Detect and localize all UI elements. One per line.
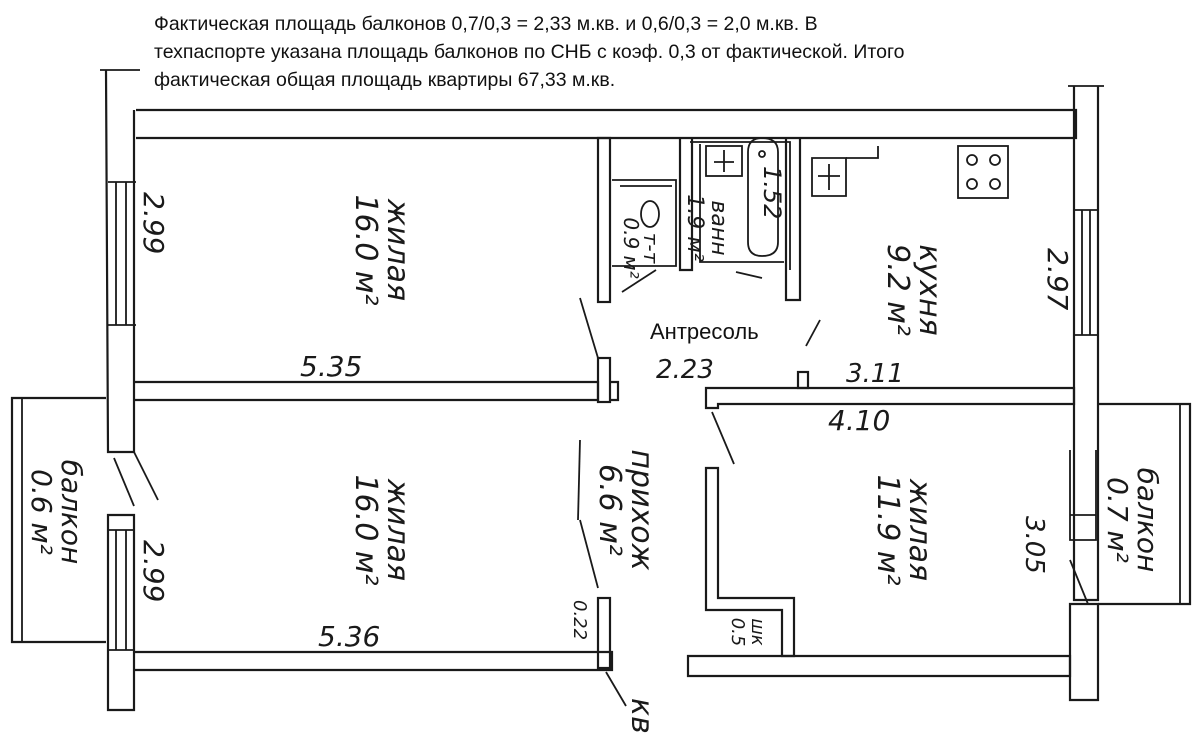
room-living-right-name: жилая <box>902 478 937 581</box>
wall-partition-left <box>134 356 620 404</box>
room-kitchen-label: кухня 9.2 м² <box>880 244 947 336</box>
room-wc-area: 0.9 м² <box>619 217 643 278</box>
wall-left <box>100 69 140 712</box>
note-line-1: Фактическая площадь балконов 0,7/0,3 = 2… <box>154 13 818 35</box>
dim-0-22: 0.22 <box>569 600 590 640</box>
room-living-bottom-label: жилая 16.0 м² <box>348 475 415 586</box>
wall-closet <box>704 466 796 658</box>
room-hallway-name: прихож <box>624 449 659 570</box>
header-note: Фактическая площадь балконов 0,7/0,3 = 2… <box>154 10 1114 94</box>
room-kitchen-area: 9.2 м² <box>880 244 915 336</box>
room-bathroom-area: 1.9 м² <box>682 194 707 262</box>
dim-5-36: 5.36 <box>318 620 380 653</box>
note-line-2: техпаспорте указана площадь балконов по … <box>154 41 905 63</box>
balcony-left-area: 0.6 м² <box>25 469 58 555</box>
room-living-bottom-area: 16.0 м² <box>348 475 383 586</box>
dim-2-97: 2.97 <box>1041 248 1074 311</box>
balcony-right-label: балкон 0.7 м² <box>1101 468 1164 573</box>
room-living-top-area: 16.0 м² <box>348 195 383 306</box>
fixture-bathtub <box>747 137 779 257</box>
room-living-top-label: жилая 16.0 м² <box>348 195 415 306</box>
room-hallway-area: 6.6 м² <box>592 464 627 556</box>
room-wc-label: т-т 0.9 м² <box>619 217 663 278</box>
wall-bottom <box>134 596 1072 678</box>
dim-1-52: 1.52 <box>758 166 786 219</box>
room-living-right-label: жилая 11.9 м² <box>870 475 937 586</box>
balcony-left-name: балкон <box>55 460 88 565</box>
apartment-mark: кв <box>624 698 659 734</box>
room-living-bottom-name: жилая <box>380 478 415 581</box>
dim-2-99-bottom: 2.99 <box>137 540 170 602</box>
dim-3-11: 3.11 <box>846 359 904 389</box>
fixture-toilet <box>620 185 672 228</box>
room-closet-label: шк 0.5 <box>727 618 768 647</box>
wall-partition-right <box>704 370 1076 410</box>
fixture-stove <box>957 145 1009 199</box>
door-swings <box>113 269 1089 707</box>
room-bathroom-label: ванн 1.9 м² <box>682 194 731 262</box>
room-hallway-label: прихож 6.6 м² <box>592 449 659 570</box>
wall-top <box>136 108 1078 140</box>
room-closet-area: 0.5 <box>727 618 748 647</box>
room-living-top-name: жилая <box>380 198 415 301</box>
dim-5-35: 5.35 <box>300 350 362 383</box>
room-kitchen-name: кухня <box>912 244 947 335</box>
balcony-right-name: балкон <box>1131 468 1164 573</box>
mezzanine-label: Антресоль <box>650 319 759 344</box>
room-living-right-area: 11.9 м² <box>870 475 905 586</box>
dim-2-99-top: 2.99 <box>137 192 170 254</box>
balcony-right-area: 0.7 м² <box>1101 477 1134 563</box>
fixture-sink-kitchen <box>811 146 879 197</box>
balcony-left-label: балкон 0.6 м² <box>25 460 88 565</box>
room-bathroom-name: ванн <box>706 200 731 255</box>
balcony-left-outline <box>10 396 106 644</box>
wall-wet-core <box>596 136 802 304</box>
room-wc-name: т-т <box>639 233 663 265</box>
dim-2-23: 2.23 <box>656 355 714 385</box>
dim-4-10: 4.10 <box>828 404 890 437</box>
fixture-sink-bath <box>705 145 743 177</box>
room-closet-name: шк <box>747 618 768 645</box>
dim-3-05: 3.05 <box>1019 516 1049 574</box>
balcony-right-outline <box>1098 402 1192 606</box>
note-line-3: фактическая общая площадь квартиры 67,33… <box>154 69 616 91</box>
